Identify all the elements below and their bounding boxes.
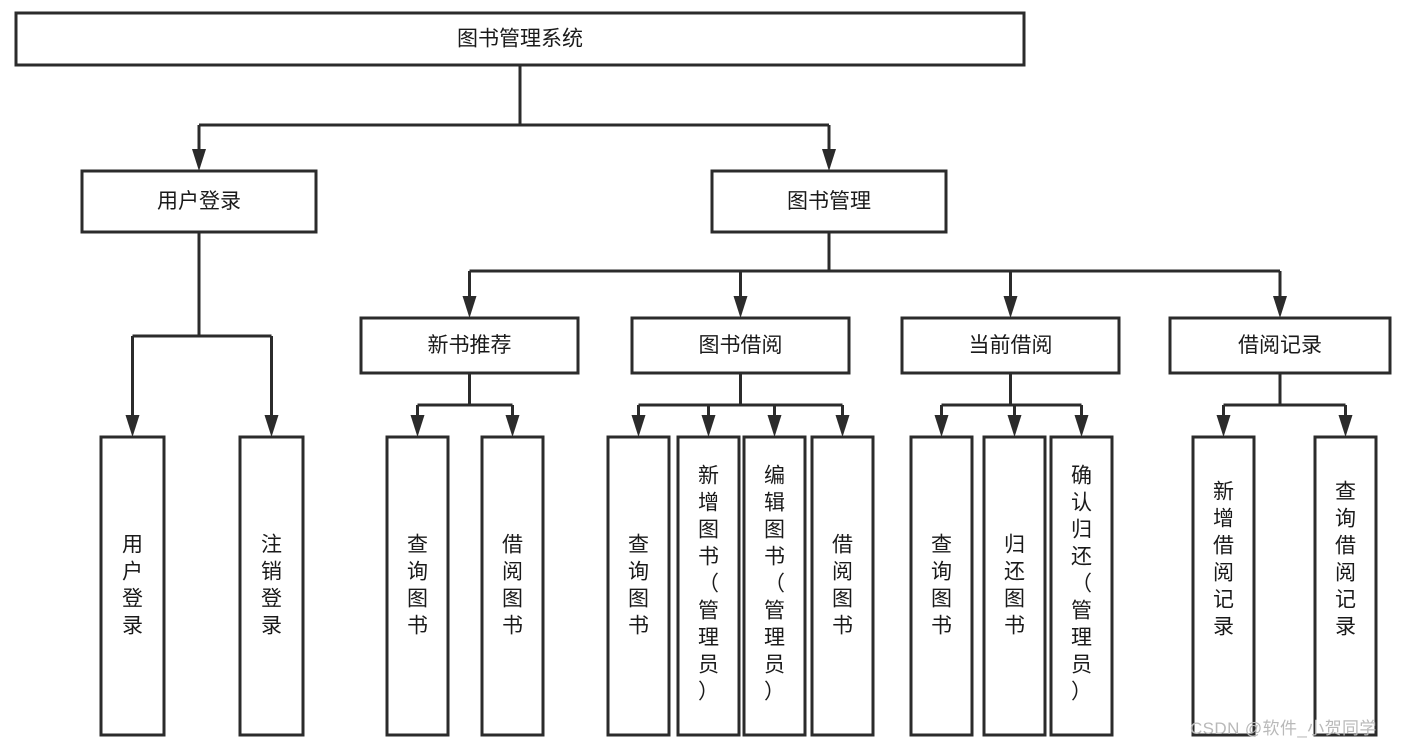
node-label: 用户登录 [157,190,241,213]
arrow-head-icon [264,415,279,437]
arrow-head-icon [934,415,949,437]
node-box[interactable] [630,316,851,375]
node-label: 编辑图书（管理员） [764,464,785,703]
node-box[interactable] [909,435,974,737]
node-leaf-query-book-1[interactable]: 查询图书 [385,435,450,737]
node-label: 注销登录 [261,533,282,637]
node-book-manage[interactable]: 图书管理 [710,169,948,234]
node-leaf-user-login[interactable]: 用户登录 [99,435,166,737]
arrow-head-icon [767,415,782,437]
arrow-head-icon [505,415,520,437]
node-leaf-edit-book[interactable]: 编辑图书（管理员） [742,435,807,737]
node-box[interactable] [900,316,1121,375]
connector-group [410,373,520,437]
arrow-head-icon [701,415,716,437]
node-user-login[interactable]: 用户登录 [80,169,318,234]
node-box[interactable] [14,11,1026,67]
node-box[interactable] [385,435,450,737]
node-label: 借阅记录 [1238,334,1322,357]
node-current-borrow[interactable]: 当前借阅 [900,316,1121,375]
node-leaf-add-record[interactable]: 新增借阅记录 [1191,435,1256,737]
node-leaf-query-book-3[interactable]: 查询图书 [909,435,974,737]
node-label: 确认归还（管理员） [1071,464,1092,703]
arrow-head-icon [822,149,836,171]
node-leaf-query-book-2[interactable]: 查询图书 [606,435,671,737]
arrow-head-icon [1007,415,1022,437]
arrow-head-icon [835,415,850,437]
connector-group [631,373,850,437]
node-box[interactable] [359,316,580,375]
node-label: 当前借阅 [969,334,1053,357]
node-box[interactable] [710,169,948,234]
connector-group [462,232,1287,318]
node-leaf-confirm-return[interactable]: 确认归还（管理员） [1049,435,1114,737]
node-label: 归还图书 [1004,533,1025,637]
node-label: 新增借阅记录 [1213,480,1234,638]
node-new-book-rec[interactable]: 新书推荐 [359,316,580,375]
arrow-head-icon [733,296,748,318]
node-leaf-query-record[interactable]: 查询借阅记录 [1313,435,1378,737]
node-leaf-user-logout[interactable]: 注销登录 [238,435,305,737]
node-label: 图书管理系统 [457,28,583,51]
node-box[interactable] [606,435,671,737]
node-box[interactable] [1191,435,1256,737]
node-box[interactable] [1168,316,1392,375]
arrow-head-icon [631,415,646,437]
node-book-borrow[interactable]: 图书借阅 [630,316,851,375]
node-leaf-add-book[interactable]: 新增图书（管理员） [676,435,741,737]
arrow-head-icon [410,415,425,437]
node-root[interactable]: 图书管理系统 [14,11,1026,67]
arrow-head-icon [125,415,140,437]
arrow-head-icon [1273,296,1287,318]
node-borrow-record[interactable]: 借阅记录 [1168,316,1392,375]
arrow-head-icon [192,149,206,171]
connector-group [125,232,279,437]
node-label: 借阅图书 [502,533,523,637]
node-box[interactable] [480,435,545,737]
node-box[interactable] [676,435,741,737]
node-box[interactable] [238,435,305,737]
node-label: 新增图书（管理员） [698,464,719,703]
node-label: 查询图书 [931,533,952,637]
arrow-head-icon [462,296,477,318]
node-label: 图书借阅 [699,334,783,357]
arrow-head-icon [1338,415,1353,437]
node-label: 查询图书 [628,533,649,637]
connector-group [1216,373,1353,437]
node-box[interactable] [1313,435,1378,737]
node-box[interactable] [99,435,166,737]
arrow-head-icon [1216,415,1231,437]
node-label: 用户登录 [122,533,143,637]
node-label: 借阅图书 [832,533,853,637]
node-leaf-borrow-book-1[interactable]: 借阅图书 [480,435,545,737]
node-layer: 图书管理系统用户登录图书管理新书推荐图书借阅当前借阅借阅记录用户登录注销登录查询… [14,11,1392,737]
node-box[interactable] [982,435,1047,737]
node-box[interactable] [1049,435,1114,737]
node-box[interactable] [80,169,318,234]
node-label: 图书管理 [787,190,871,213]
connector-group [934,373,1089,437]
node-leaf-return-book[interactable]: 归还图书 [982,435,1047,737]
connector-layer [125,65,1353,437]
node-label: 查询图书 [407,533,428,637]
node-label: 新书推荐 [428,334,512,357]
node-box[interactable] [742,435,807,737]
node-label: 查询借阅记录 [1335,480,1356,638]
arrow-head-icon [1003,296,1018,318]
node-box[interactable] [810,435,875,737]
connector-group [192,65,836,171]
arrow-head-icon [1074,415,1089,437]
node-leaf-borrow-book-2[interactable]: 借阅图书 [810,435,875,737]
